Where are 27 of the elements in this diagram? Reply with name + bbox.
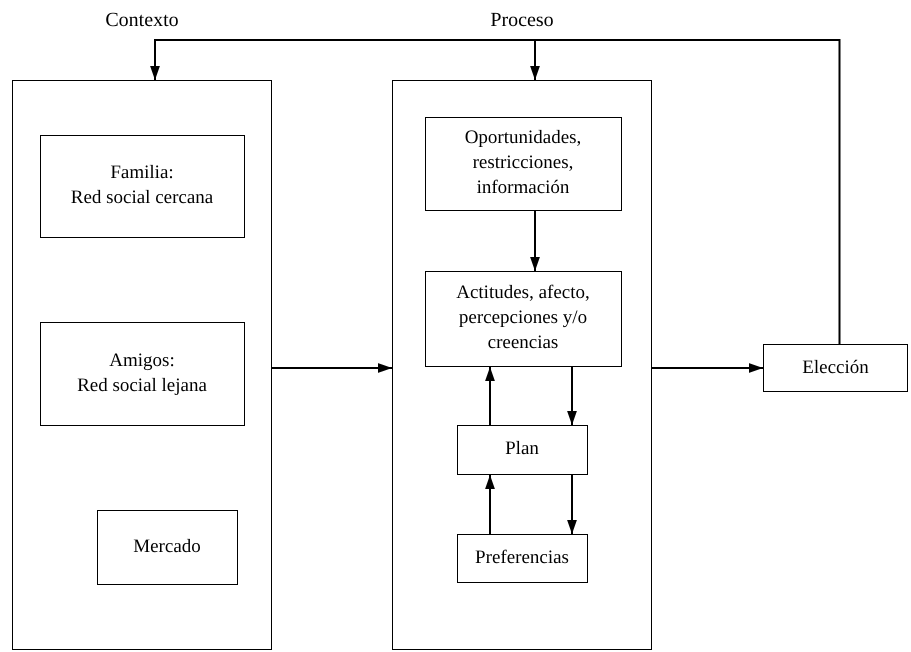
arrow [567,475,577,534]
arrow [652,363,763,373]
box-text: Actitudes, afecto, percepciones y/o creencias [455,281,591,355]
process-box [96,510,238,584]
box-text: Familia: [109,161,175,186]
process-box [456,424,588,474]
group-heading: Contexto [104,8,180,33]
process-box [40,322,244,426]
arrow [530,211,540,271]
box-text: Amigos: [108,348,176,373]
arrow [567,367,577,425]
box-text: Preferencias [474,546,570,570]
process-box [40,134,244,238]
process-box [456,534,588,582]
box-text: Red social cercana [70,186,214,210]
arrow [485,475,495,534]
group-heading: Proceso [489,8,555,33]
box-text: Red social lejana [76,374,208,398]
process-box [424,270,622,366]
arrow [485,367,495,425]
box-text: Mercado [132,534,202,559]
box-text: Elección [801,356,870,380]
process-box [763,344,908,392]
box-text: Oportunidades, restricciones, información [464,126,582,200]
box-text: Plan [504,437,540,462]
arrow [272,363,392,373]
process-box [424,116,622,210]
